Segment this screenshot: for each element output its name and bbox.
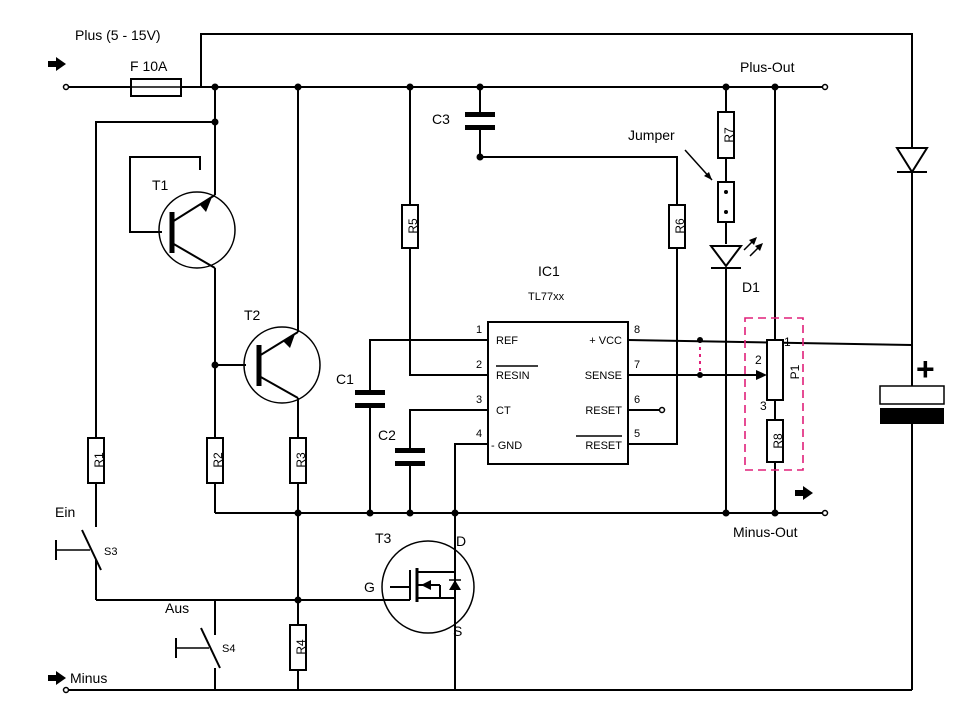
ic-pin-name: RESET (585, 405, 622, 417)
resistor-r6 (668, 204, 686, 249)
terminal-arrows (48, 57, 829, 694)
p1-label: P1 (788, 364, 802, 379)
d1-label: D1 (742, 279, 760, 295)
r5-label: R5 (406, 218, 420, 234)
drain-label: D (456, 533, 466, 549)
resistor-r3 (289, 437, 307, 484)
capacitors (355, 112, 495, 466)
transistor-t1 (158, 191, 236, 269)
led-d1 (709, 237, 763, 269)
minus-out-label: Minus-Out (733, 524, 798, 540)
ic-pin-number: 3 (476, 394, 482, 406)
capacitor-c2 (395, 448, 425, 453)
trimmer-pin-2: 2 (755, 353, 762, 367)
minus-label: Minus (70, 670, 107, 686)
switch-s3 (55, 517, 102, 600)
ic1 (487, 321, 629, 465)
r6-label: R6 (673, 218, 687, 234)
minus-input-arrow-icon (48, 671, 66, 685)
supply-label: Plus (5 - 15V) (75, 27, 161, 43)
ic-pin-number: 4 (476, 428, 482, 440)
resistor-r2 (206, 437, 224, 484)
resistor-r1 (87, 437, 105, 484)
c2-label: C2 (378, 427, 396, 443)
r2-label: R2 (211, 452, 225, 468)
ic-pin-name: - GND (491, 440, 522, 452)
battery (879, 385, 945, 424)
s3-label: S3 (104, 546, 117, 558)
plus-out-label: Plus-Out (740, 59, 795, 75)
battery-plus-label: + (916, 351, 935, 387)
ic-pin-number: 1 (476, 324, 482, 336)
ic-pin-number: 6 (634, 394, 640, 406)
labels: Plus (5 - 15V) F 10A Plus-Out Minus-Out … (55, 27, 935, 686)
ic-pin-number: 8 (634, 324, 640, 336)
diode (895, 147, 929, 174)
ic-pin-name: REF (496, 335, 518, 347)
r8-label: R8 (771, 433, 785, 449)
trimmer-pin-3: 3 (760, 399, 767, 413)
r4-label: R4 (294, 639, 308, 655)
resistor-r5 (401, 204, 419, 249)
resistor-r7 (717, 111, 735, 159)
jumper (684, 149, 735, 223)
ic-pin-name: + VCC (589, 335, 622, 347)
minus-out-arrow-icon (795, 486, 813, 500)
r3-label: R3 (294, 452, 308, 468)
mosfet-t3 (381, 540, 475, 634)
jumper-label: Jumper (628, 127, 675, 143)
ic-pin-name: SENSE (585, 370, 622, 382)
gate-label: G (364, 579, 375, 595)
capacitor-c3 (465, 112, 495, 117)
ic-pin-number: 2 (476, 359, 482, 371)
ic-pin-name: RESET (585, 440, 622, 452)
capacitor-c1 (355, 390, 385, 395)
ic-part: TL77xx (528, 291, 565, 303)
c3-label: C3 (432, 111, 450, 127)
source-label: S (453, 623, 462, 639)
fuse-label: F 10A (130, 58, 168, 74)
t1-label: T1 (152, 177, 169, 193)
ic-pin-number: 5 (634, 428, 640, 440)
t2-label: T2 (244, 307, 261, 323)
t3-label: T3 (375, 530, 392, 546)
s4-label: S4 (222, 643, 235, 655)
r1-label: R1 (92, 452, 106, 468)
c1-label: C1 (336, 371, 354, 387)
aus-label: Aus (165, 600, 189, 616)
resistor-r8 (766, 419, 784, 463)
trimmer-pin-1: 1 (784, 335, 791, 349)
ic-pin-name: CT (496, 405, 511, 417)
ic-pin-name: RESIN (496, 370, 530, 382)
resistor-r4 (289, 624, 307, 671)
ein-label: Ein (55, 504, 75, 520)
resistors (87, 111, 784, 671)
plus-input-arrow-icon (48, 57, 66, 71)
ic-name: IC1 (538, 263, 560, 279)
switch-s4 (175, 625, 221, 669)
fuse (130, 78, 182, 97)
ic-pin-number: 7 (634, 359, 640, 371)
r7-label: R7 (722, 127, 736, 143)
trimmer-p1 (744, 317, 804, 471)
transistor-t2 (243, 326, 321, 404)
